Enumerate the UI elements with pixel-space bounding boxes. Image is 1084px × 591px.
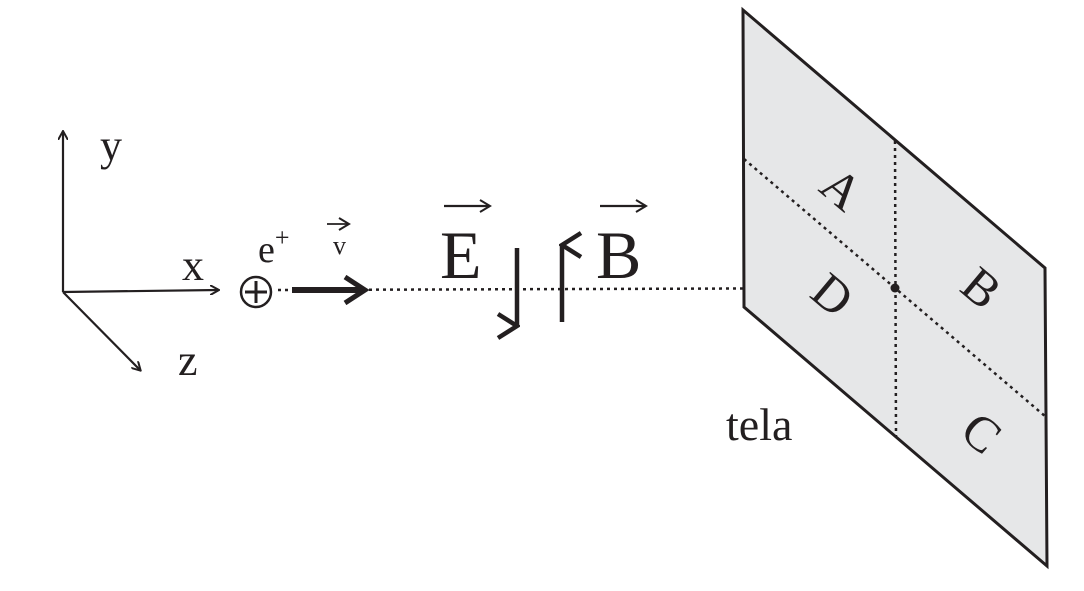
magnetic-field-label: B xyxy=(596,217,641,293)
z-axis xyxy=(62,291,140,370)
trajectory-line xyxy=(277,286,896,292)
x-axis xyxy=(62,290,218,292)
positron-charge: + xyxy=(275,223,290,252)
positron: e+ xyxy=(239,223,290,309)
magnetic-field: B xyxy=(562,199,648,322)
positron-symbol: e xyxy=(258,229,275,271)
screen-center-point xyxy=(890,283,900,293)
screen: A B C D tela xyxy=(726,6,1049,570)
positron-label: e+ xyxy=(258,223,290,271)
x-axis-label: x xyxy=(182,241,204,290)
z-axis-label: z xyxy=(178,336,198,385)
electric-field-label: E xyxy=(440,217,482,293)
velocity: v xyxy=(292,217,365,290)
electric-field: E xyxy=(440,199,517,326)
y-axis-label: y xyxy=(100,121,122,170)
screen-label: tela xyxy=(726,399,792,450)
coordinate-axes: y x z xyxy=(63,121,218,385)
velocity-label: v xyxy=(333,231,346,260)
